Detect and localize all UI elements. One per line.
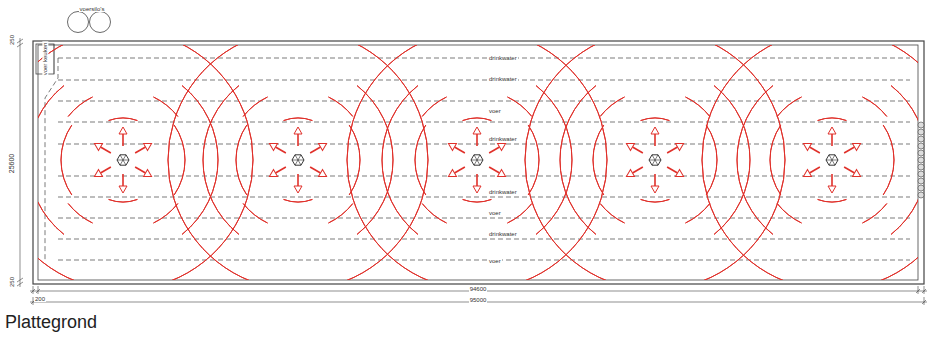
dimension: 94600	[469, 286, 488, 292]
air-throw-arcs	[38, 45, 918, 280]
room-label: voer	[488, 108, 502, 114]
dimension: 250	[9, 276, 15, 288]
dimension-lines	[17, 38, 927, 305]
fan-symbol	[801, 127, 862, 193]
dimension: 95000	[469, 297, 488, 303]
silo	[90, 12, 111, 33]
room-label: drinkwater	[488, 136, 518, 142]
fan-symbol	[624, 127, 685, 193]
dashed-lines	[58, 58, 910, 260]
room-label: drinkwater	[488, 231, 518, 237]
vent-openings	[918, 122, 924, 198]
caption: Plattegrond	[5, 313, 97, 331]
room-label: drinkwater	[488, 55, 518, 61]
room-label: voer	[488, 210, 502, 216]
room-label: voer keuken	[42, 42, 48, 77]
outer-wall	[33, 41, 924, 284]
dimension: 200	[34, 296, 46, 302]
room-label: drinkwater	[488, 76, 518, 82]
dashed-line	[45, 58, 58, 262]
inner-wall	[38, 45, 918, 280]
fan-symbol	[92, 127, 153, 193]
silo	[68, 12, 89, 33]
dimension: 250	[9, 34, 15, 46]
room-label: drinkwater	[488, 189, 518, 195]
dimension: 25600	[9, 152, 16, 173]
room-label: voer	[488, 258, 502, 264]
room-label: voersilo's	[79, 6, 106, 12]
fan-symbol	[267, 127, 328, 193]
